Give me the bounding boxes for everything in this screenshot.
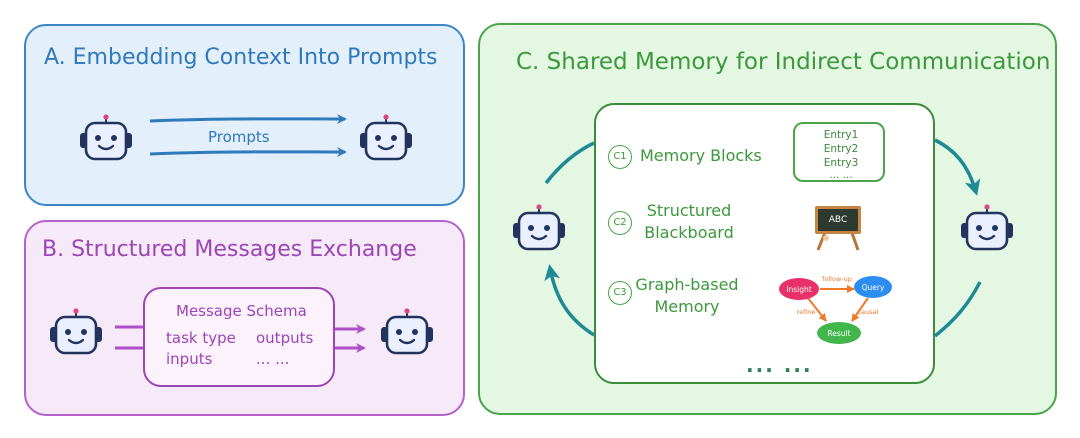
graph-node-query — [854, 276, 892, 298]
graph-edge-label: refine — [797, 308, 816, 316]
graph-node-insight — [779, 278, 819, 300]
memory-flow-arrows — [544, 138, 982, 338]
panel-c-title: C. Shared Memory for Indirect Communicat… — [516, 49, 1051, 75]
message-schema-title: Message Schema — [176, 302, 307, 320]
blackboard-icon: ABC — [815, 206, 861, 251]
graph-edge-label: follow-up — [822, 275, 852, 283]
message-schema-box — [143, 287, 335, 387]
badge-c1: C1 — [608, 145, 632, 169]
robot-icon — [381, 308, 433, 355]
robot-icon — [360, 114, 412, 161]
schema-field-task-type: task type — [166, 329, 236, 347]
graph-edge-label: causal — [858, 308, 879, 316]
panel-embedding-context — [24, 24, 465, 206]
panel-b-title: B. Structured Messages Exchange — [42, 237, 417, 262]
graph-memory-icon: Insight Query Result follow-up refine ca… — [779, 275, 892, 344]
schema-field-outputs: outputs — [256, 329, 314, 347]
robot-icon — [80, 114, 132, 161]
memory-entry: Entry3 — [823, 157, 859, 169]
graph-node-label: Result — [827, 329, 850, 338]
prompts-label: Prompts — [208, 128, 270, 146]
schema-field-inputs: inputs — [166, 350, 213, 368]
robot-icon — [961, 204, 1013, 251]
label-memory: Memory — [654, 297, 720, 316]
label-blackboard: Blackboard — [644, 223, 734, 242]
badge-c3: C3 — [608, 281, 632, 305]
graph-node-label: Insight — [786, 285, 811, 294]
badge-c2: C2 — [608, 211, 632, 235]
panel-a-title: A. Embedding Context Into Prompts — [44, 45, 438, 70]
schema-field-ellipsis: ... ... — [256, 350, 290, 368]
robot-icon — [50, 308, 102, 355]
memory-entry: Entry1 — [823, 129, 859, 141]
memory-entry-ellipsis: ... ... — [829, 169, 853, 181]
graph-node-label: Query — [862, 283, 885, 292]
prompt-arrows — [149, 113, 347, 157]
more-ellipsis: ... ... — [746, 353, 813, 377]
robot-icon — [513, 204, 565, 251]
label-graph-based: Graph-based — [635, 275, 739, 294]
schema-arrows — [115, 324, 366, 353]
label-structured: Structured — [646, 201, 732, 220]
graph-node-result — [817, 322, 861, 344]
memory-blocks-box: Entry1 Entry2 Entry3 ... ... — [793, 122, 885, 182]
memory-entry: Entry2 — [823, 143, 859, 155]
blackboard-text: ABC — [829, 215, 847, 225]
label-memory-blocks: Memory Blocks — [640, 146, 762, 165]
